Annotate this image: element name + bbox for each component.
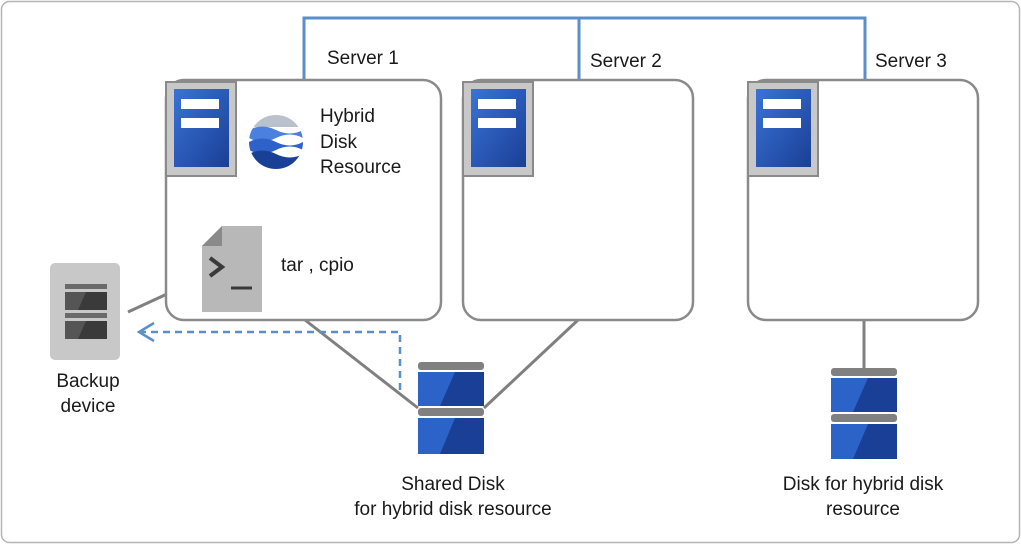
hybrid-disk-3-icon [831,368,897,459]
backup-device-label-line2: device [60,396,116,417]
hybrid-disk-label-line3: Resource [320,157,402,178]
backup-arrow [136,321,402,390]
shared-disk-icon [418,362,484,454]
server-2-icon [462,81,534,177]
server-3-icon [747,81,819,177]
network-line [302,16,867,82]
server-1-label: Server 1 [327,48,399,69]
backup-device-icon [50,263,120,360]
hybrid-disk-3-label-line2: resource [826,499,900,520]
script-file-icon [202,226,262,312]
hybrid-disk-logo [249,115,303,169]
backup-device-label-line1: Backup [56,371,120,392]
hybrid-disk-3-label-line1: Disk for hybrid disk [782,474,944,495]
shared-disk-label-line1: Shared Disk [401,474,505,495]
backup-command-label: tar , cpio [281,255,354,276]
server-2-label: Server 2 [590,51,662,72]
hybrid-disk-label-line2: Disk [320,132,357,153]
server-3-label: Server 3 [875,51,947,72]
server-1-icon [165,81,237,177]
shared-disk-label-line2: for hybrid disk resource [354,499,552,520]
hybrid-disk-label-line1: Hybrid [320,106,375,127]
